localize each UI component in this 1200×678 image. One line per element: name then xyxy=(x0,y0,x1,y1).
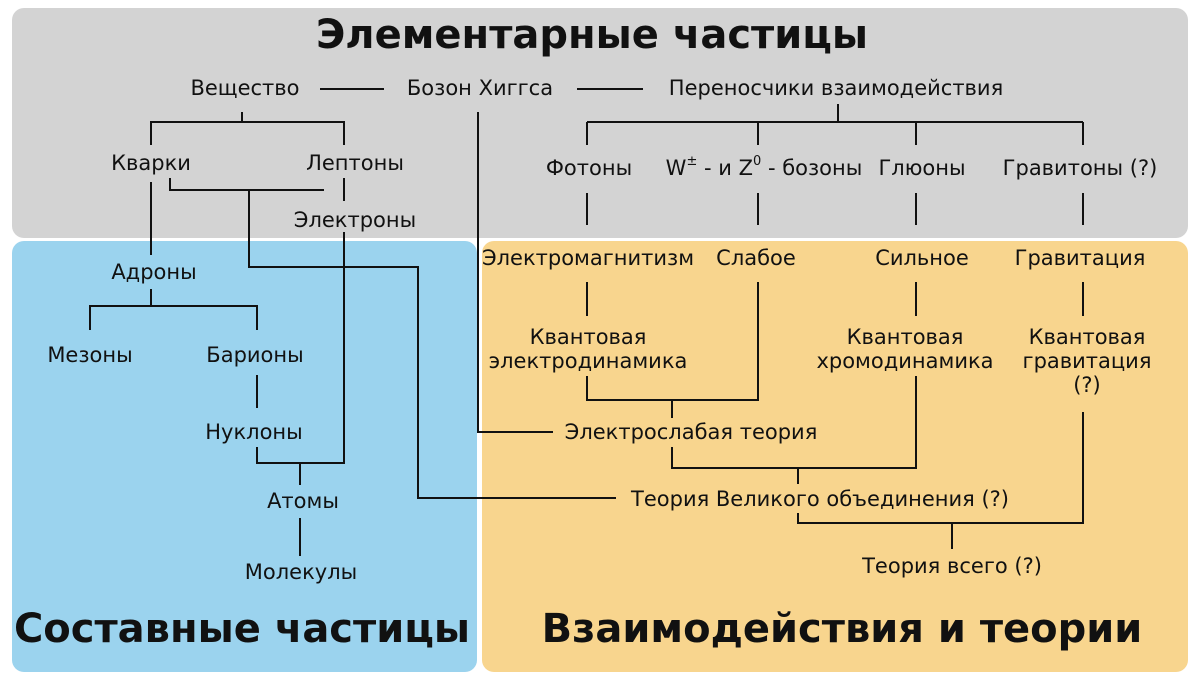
connector-fermions-gut xyxy=(169,178,616,499)
connector-electrons-atoms xyxy=(300,232,345,464)
node-higgs-boson: Бозон Хиггса xyxy=(406,76,554,100)
elementary-particles-title: Элементарные частицы xyxy=(315,12,869,58)
node-leptons: Лептоны xyxy=(306,151,404,175)
node-molecules: Молекулы xyxy=(244,560,358,584)
node-theory-of-everything: Теория всего (?) xyxy=(862,554,1042,578)
node-qed: Квантовая электродинамика xyxy=(488,325,688,373)
node-baryons: Барионы xyxy=(206,343,304,367)
node-weak: Слабое xyxy=(716,246,796,270)
node-gravitation: Гравитация xyxy=(1014,246,1146,270)
interactions-theories-panel xyxy=(482,241,1188,672)
node-strong: Сильное xyxy=(875,246,969,270)
node-photons: Фотоны xyxy=(545,156,633,180)
node-grand-unified-theory: Теория Великого объединения (?) xyxy=(631,487,1009,511)
node-hadrons: Адроны xyxy=(111,260,197,284)
node-wz-bosons: W± - и Z0 - бозоны xyxy=(665,154,863,180)
node-gravitons: Гравитоны (?) xyxy=(1002,156,1158,180)
node-quarks: Кварки xyxy=(111,151,191,175)
connector-nucleons-atoms xyxy=(256,447,300,464)
node-atoms: Атомы xyxy=(267,489,339,513)
connector-hadrons-mesons xyxy=(89,289,152,330)
node-matter: Вещество xyxy=(190,76,300,100)
node-mesons: Мезоны xyxy=(47,343,133,367)
connector-hadrons-baryons xyxy=(151,305,258,330)
node-electromagnetism: Электромагнитизм xyxy=(481,246,695,270)
connector-gut-qg-toe xyxy=(797,412,1084,524)
node-gluons: Глюоны xyxy=(878,156,966,180)
node-electroweak-theory: Электрослабая теория xyxy=(564,420,818,444)
connector-higgs-electroweak xyxy=(477,112,553,433)
connector-matter-fermions xyxy=(150,112,243,145)
node-force-carriers: Переносчики взаимодействия xyxy=(668,76,1004,100)
node-qcd: Квантовая хромодинамика xyxy=(816,325,994,373)
node-quantum-gravity: Квантовая гравитация (?) xyxy=(1022,325,1152,397)
connector-ew-qcd-gut xyxy=(671,376,917,469)
node-electrons: Электроны xyxy=(293,208,417,232)
interactions-theories-title: Взаимодействия и теории xyxy=(541,606,1143,652)
connector-matter-leptons xyxy=(242,121,345,145)
node-nucleons: Нуклоны xyxy=(205,420,303,444)
composite-particles-title: Составные частицы xyxy=(13,606,471,652)
